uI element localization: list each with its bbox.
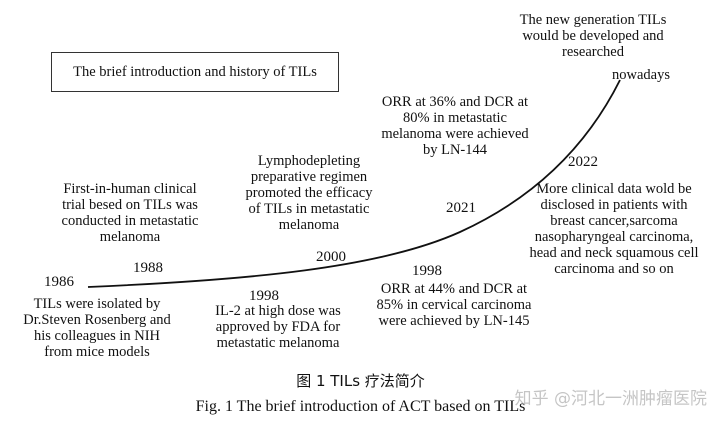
year-1998-il2: 1998 [249, 288, 279, 304]
caption-chinese: 图 1 TILs 疗法简介 [296, 372, 425, 390]
caption-english: Fig. 1 The brief introduction of ACT bas… [195, 398, 526, 415]
year-1998-ln145: 1998 [412, 263, 442, 279]
figure-title-box: The brief introduction and history of TI… [51, 52, 339, 92]
event-ln144-result: ORR at 36% and DCR at 80% in metastatic … [381, 94, 529, 158]
event-more-clinical-data: More clinical data wold be disclosed in … [529, 181, 699, 277]
watermark: 知乎 @河北一洲肿瘤医院 [514, 389, 707, 409]
event-lymphodepleting-regimen: Lymphodepleting preparative regimen prom… [245, 153, 373, 233]
year-2022: 2022 [568, 154, 598, 170]
event-new-generation-tils: The new generation TILs would be develop… [519, 12, 667, 60]
event-ln145-result: ORR at 44% and DCR at 85% in cervical ca… [376, 281, 532, 329]
year-1986: 1986 [44, 274, 74, 290]
event-first-in-human-trial: First-in-human clinical trial besed on T… [61, 181, 199, 245]
year-2000: 2000 [316, 249, 346, 265]
event-il2-approval: IL-2 at high dose was approved by FDA fo… [215, 303, 341, 351]
label-nowadays: nowadays [612, 67, 670, 83]
event-tils-isolated: TILs were isolated by Dr.Steven Rosenber… [23, 296, 171, 360]
year-2021: 2021 [446, 200, 476, 216]
year-1988: 1988 [133, 260, 163, 276]
